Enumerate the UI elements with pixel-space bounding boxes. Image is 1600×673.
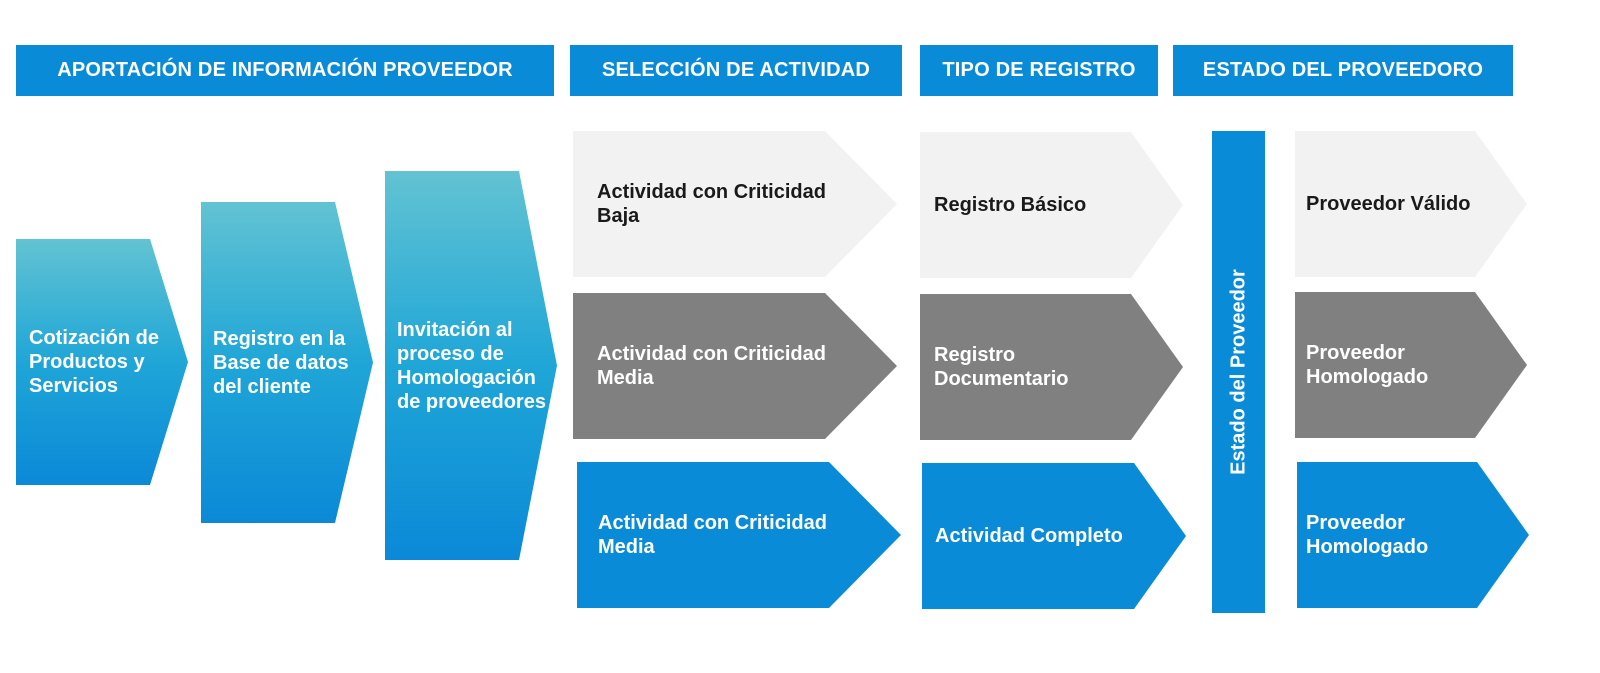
- step-homologation-invitation-shape: [385, 171, 557, 560]
- status-homologated-supplier: Proveedor Homologado: [1295, 292, 1527, 438]
- step-client-database-label: Registro en la Base de datos del cliente: [213, 327, 349, 398]
- registry-documentary-label: Registro Documentario: [934, 344, 1069, 390]
- registry-basic-shape: [920, 132, 1183, 278]
- activity-low-criticality-shape: [573, 131, 897, 277]
- status-homologated-supplier-2: Proveedor Homologado: [1297, 462, 1529, 608]
- header-activity-selection: SELECCIÓN DE ACTIVIDAD: [570, 45, 902, 96]
- activity-low-criticality: Actividad con Criticidad Baja: [573, 131, 897, 277]
- step-client-database-shape: [201, 202, 373, 523]
- status-homologated-supplier-shape: [1295, 292, 1527, 438]
- registry-documentary: Registro Documentario: [920, 294, 1183, 440]
- header-status-label: ESTADO DEL PROVEEDORO: [1202, 59, 1484, 81]
- header-supplier-status: ESTADO DEL PROVEEDORO: [1173, 45, 1513, 96]
- step-quotation: Cotización de Productos y Servicios: [16, 239, 188, 485]
- header-information: APORTACIÓN DE INFORMACIÓN PROVEEDOR: [16, 45, 554, 96]
- status-valid-supplier: Proveedor Válido: [1295, 131, 1527, 277]
- header-registry-label: TIPO DE REGISTRO: [942, 59, 1136, 81]
- header-information-label: APORTACIÓN DE INFORMACIÓN PROVEEDOR: [57, 59, 513, 81]
- activity-medium-criticality-shape: [573, 293, 897, 439]
- registry-complete-shape: [922, 463, 1186, 609]
- activity-medium-criticality-2: Actividad con Criticidad Media: [577, 462, 901, 608]
- header-registry-type: TIPO DE REGISTRO: [920, 45, 1158, 96]
- step-quotation-shape: [16, 239, 188, 485]
- step-quotation-label: Cotización de Productos y Servicios: [29, 327, 160, 397]
- supplier-status-bar-label: Estado del Proveedor: [1227, 269, 1249, 475]
- status-homologated-supplier-2-label: Proveedor Homologado: [1306, 512, 1429, 558]
- status-homologated-supplier-label: Proveedor Homologado: [1306, 342, 1429, 388]
- status-valid-supplier-shape: [1295, 131, 1527, 277]
- registry-basic-label: Registro Básico: [934, 194, 1087, 216]
- activity-low-criticality-label: Actividad con Criticidad Baja: [597, 181, 826, 227]
- registry-documentary-shape: [920, 294, 1183, 440]
- activity-medium-criticality-2-shape: [577, 462, 901, 608]
- step-homologation-invitation-label: Invitación al proceso de Homologación de…: [397, 318, 546, 413]
- step-homologation-invitation: Invitación al proceso de Homologación de…: [385, 171, 557, 560]
- registry-basic: Registro Básico: [920, 132, 1183, 278]
- activity-medium-criticality: Actividad con Criticidad Media: [573, 293, 897, 439]
- registry-complete: Actividad Completo: [922, 463, 1186, 609]
- header-activity-label: SELECCIÓN DE ACTIVIDAD: [601, 59, 871, 81]
- activity-medium-criticality-label: Actividad con Criticidad Media: [597, 343, 826, 389]
- step-client-database: Registro en la Base de datos del cliente: [201, 202, 373, 523]
- registry-complete-label: Actividad Completo: [935, 525, 1123, 547]
- activity-medium-criticality-2-label: Actividad con Criticidad Media: [598, 512, 827, 558]
- status-valid-supplier-label: Proveedor Válido: [1306, 193, 1471, 215]
- status-homologated-supplier-2-shape: [1297, 462, 1529, 608]
- supplier-status-bar: Estado del Proveedor: [1212, 131, 1265, 613]
